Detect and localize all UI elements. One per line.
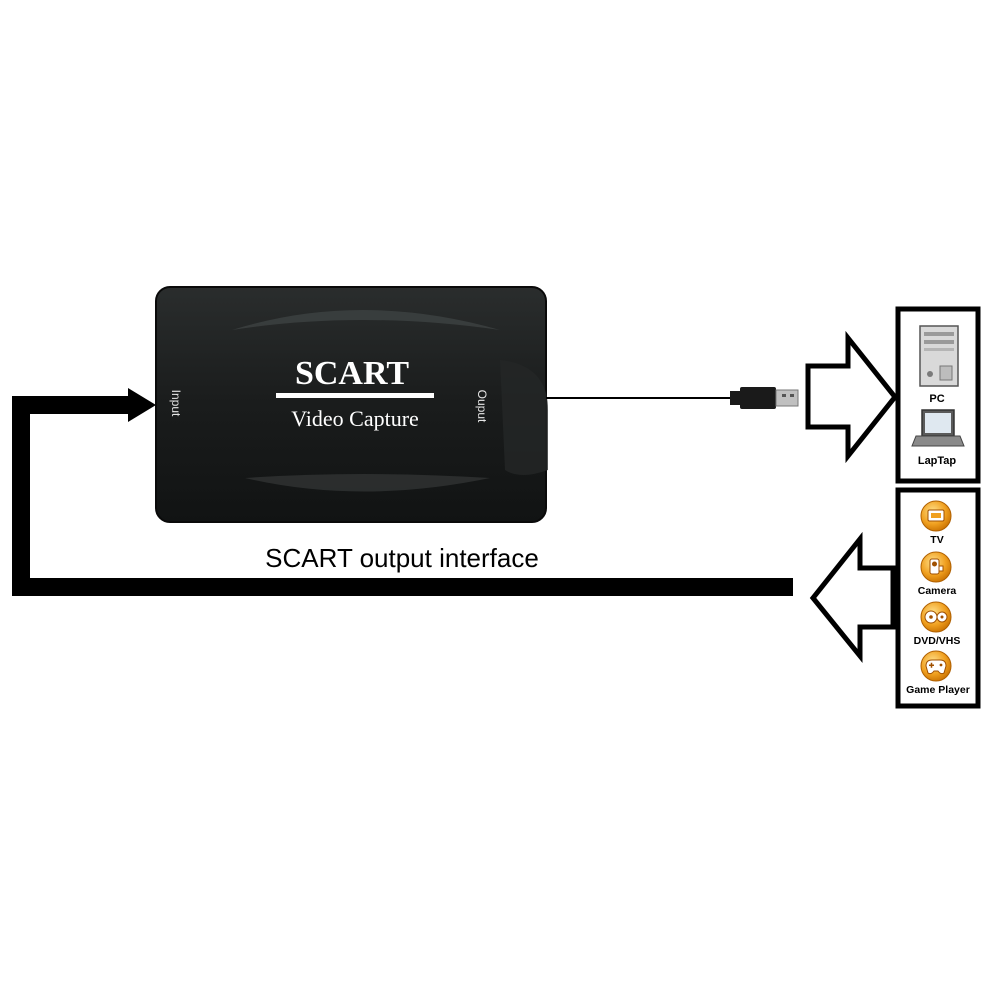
output-arrow [805,330,899,464]
source-label-dvd: DVD/VHS [914,635,961,647]
target-label-pc: PC [929,393,944,405]
tv-icon [920,500,952,532]
target-label-laptop: LapTap [918,455,957,467]
usb-plug-tip [775,389,799,407]
source-arrow [809,531,896,664]
input-port-label: Input [169,390,183,417]
pc-tower-icon [919,325,959,387]
dvd-icon [920,601,952,633]
output-port-label: Ouput [475,390,489,423]
device-subtitle: Video Capture [291,406,419,431]
laptop-icon [911,409,965,447]
camera-icon [920,551,952,583]
device-divider [276,393,434,398]
usb-cable [546,387,799,409]
source-label-camera: Camera [918,585,957,597]
device-title: SCART [295,355,409,392]
targets-panel: PC LapTap [895,306,981,484]
source-label-game-player: Game Player [906,684,970,696]
gamepad-icon [920,650,952,682]
capture-device: SCART Video Capture Input Ouput [155,286,548,523]
sources-panel: TV Camera DVD/VHS Game Player [895,487,981,709]
input-arrow-head [128,388,156,422]
source-label-tv: TV [930,534,943,546]
input-return-line [12,396,793,596]
diagram-caption: SCART output interface [265,543,539,573]
